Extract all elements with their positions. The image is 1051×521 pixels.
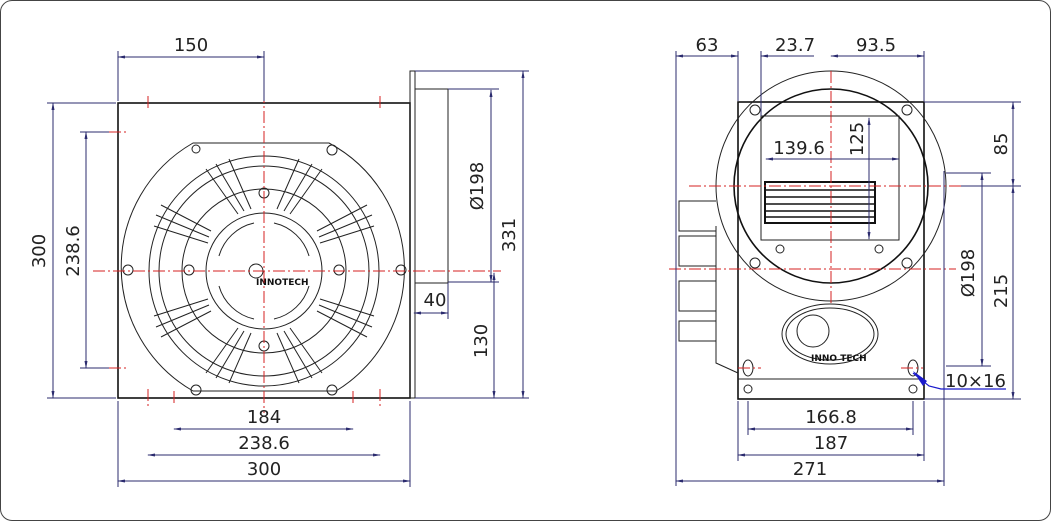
dim-300-horizontal: 300: [247, 459, 281, 480]
hub-slots: [218, 222, 310, 320]
dim-166-8: 166.8: [805, 407, 857, 428]
dim-125: 125: [847, 122, 868, 156]
motor: [678, 200, 739, 374]
dim-40: 40: [424, 290, 447, 311]
dim-238-6-horizontal: 238.6: [238, 433, 290, 454]
dim-150: 150: [174, 35, 208, 56]
impeller-vanes: [153, 158, 375, 384]
side-view: INNO TECH 63 23.7 93.5 139.6 125 85 Ø198…: [669, 35, 1021, 486]
dim-238-6-vertical: 238.6: [63, 225, 84, 277]
logo-text: INNOTECH: [256, 278, 309, 288]
logo-text-side: INNO TECH: [811, 354, 867, 364]
dim-271: 271: [793, 459, 827, 480]
front-view: INNOTECH 150 300 238.6 Ø198 331: [29, 35, 529, 487]
dim-10x16: 10×16: [945, 371, 1006, 392]
front-dimensions: 150 300 238.6 Ø198 331 130 40 184 238.6: [29, 35, 529, 487]
outlet-window: [760, 115, 900, 241]
dim-130: 130: [471, 324, 492, 358]
logo-badge: INNO TECH: [781, 303, 879, 365]
side-dimensions: 63 23.7 93.5 139.6 125 85 Ø198 215 10×16…: [675, 35, 1021, 486]
flange: [409, 70, 416, 399]
dim-187: 187: [814, 433, 848, 454]
dim-diameter-198-side: Ø198: [958, 249, 979, 298]
dim-23-7: 23.7: [775, 35, 815, 56]
dim-184: 184: [247, 407, 281, 428]
outlet-profile: [415, 88, 449, 284]
dim-139-6: 139.6: [773, 138, 825, 159]
dim-331: 331: [499, 218, 520, 252]
logo-emblem: INNOTECH: [248, 263, 309, 288]
dim-85: 85: [991, 133, 1012, 156]
screw-icons-side: [742, 104, 919, 394]
dim-300-vertical: 300: [29, 234, 50, 268]
dim-63: 63: [696, 35, 719, 56]
volute-ring: [120, 142, 405, 392]
dim-215: 215: [991, 274, 1012, 308]
impeller-blades: [764, 181, 876, 224]
dim-diameter-198: Ø198: [467, 162, 488, 211]
dim-93-5: 93.5: [856, 35, 896, 56]
